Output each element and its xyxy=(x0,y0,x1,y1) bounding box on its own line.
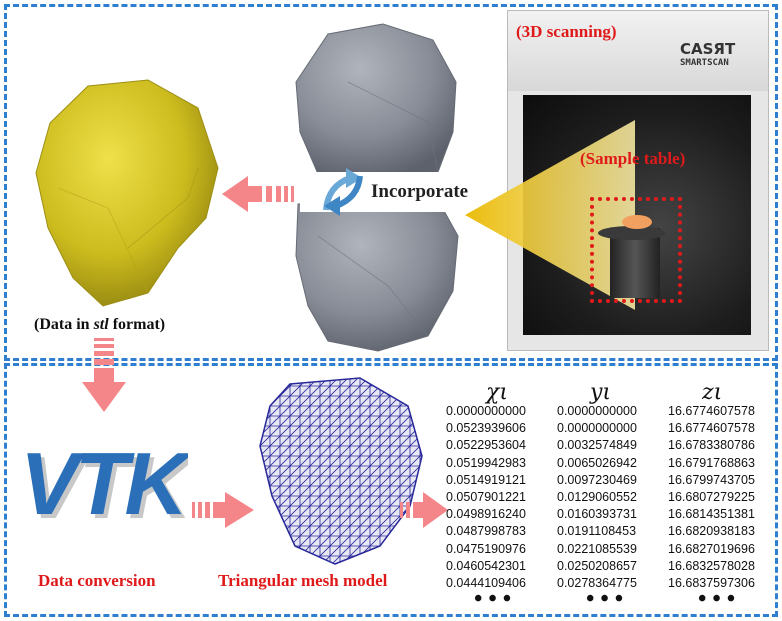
x-ellipsis: ••• xyxy=(474,586,518,612)
data-conversion-label: Data conversion xyxy=(38,571,156,590)
header-x: χι xyxy=(486,380,508,405)
x-value: 0.0487998783 xyxy=(446,524,526,539)
z-value: 16.6783380786 xyxy=(668,438,755,453)
z-value: 16.6837597306 xyxy=(668,576,755,591)
y-value: 0.0160393731 xyxy=(557,507,637,522)
y-value: 0.0250208657 xyxy=(557,558,637,573)
x-value: 0.0460542301 xyxy=(446,558,526,573)
header-z: zι xyxy=(702,380,723,405)
z-column: 16.6774607578 16.6774607578 16.678338078… xyxy=(668,403,755,592)
x-value: 0.0000000000 xyxy=(446,404,526,418)
y-ellipsis: ••• xyxy=(586,586,630,612)
z-value: 16.6774607578 xyxy=(668,404,755,418)
x-column: 0.0000000000 0.0523939606 0.0522953604 0… xyxy=(446,403,526,592)
y-value: 0.0221085539 xyxy=(557,541,637,556)
stl-caption-prefix: (Data in xyxy=(34,316,94,333)
y-value: 0.0278364775 xyxy=(557,576,637,591)
stl-caption: (Data in stl format) xyxy=(34,316,165,334)
incorporate-label: Incorporate xyxy=(371,181,469,202)
swap-arrows-icon xyxy=(323,168,363,216)
header-y: yι xyxy=(590,380,612,405)
y-value: 0.0097230469 xyxy=(557,472,637,487)
sample-table-label: (Sample table) xyxy=(580,149,686,168)
y-value: 0.0000000000 xyxy=(557,421,637,436)
arrow-left-icon xyxy=(222,176,294,212)
z-value: 16.6807279225 xyxy=(668,490,755,505)
z-value: 16.6827019696 xyxy=(668,541,755,556)
bottom-panel-frame xyxy=(4,363,778,617)
vtk-logo: VTK VTK xyxy=(20,436,188,532)
stl-caption-suffix: format) xyxy=(108,316,166,333)
x-value: 0.0444109406 xyxy=(446,576,526,591)
x-value: 0.0475190976 xyxy=(446,541,526,556)
brand-logo: CASЯT xyxy=(680,40,736,58)
top-panel-frame xyxy=(4,4,778,361)
z-value: 16.6791768863 xyxy=(668,455,755,470)
y-value: 0.0129060552 xyxy=(557,490,637,505)
z-ellipsis: ••• xyxy=(698,586,742,612)
z-value: 16.6774607578 xyxy=(668,421,755,436)
x-value: 0.0522953604 xyxy=(446,438,526,453)
arrow-right-icon-2 xyxy=(400,492,448,528)
yellow-stone-model xyxy=(35,79,219,307)
y-value: 0.0000000000 xyxy=(557,404,637,418)
z-value: 16.6799743705 xyxy=(668,472,755,487)
y-value: 0.0191108453 xyxy=(557,524,637,539)
brand-sub: SMARTSCAN xyxy=(680,58,729,68)
sample-table-highlight xyxy=(590,197,682,303)
gray-stone-model-top xyxy=(295,23,457,175)
z-value: 16.6814351381 xyxy=(668,507,755,522)
y-value: 0.0032574849 xyxy=(557,438,637,453)
x-value: 0.0523939606 xyxy=(446,421,526,436)
y-column: 0.0000000000 0.0000000000 0.0032574849 0… xyxy=(557,403,637,592)
arrow-right-icon-1 xyxy=(192,492,254,528)
scanner-label: (3D scanning) xyxy=(516,22,617,41)
mesh-model-label: Triangular mesh model xyxy=(218,571,388,590)
stl-caption-italic: stl xyxy=(93,316,109,333)
sample-table-plate xyxy=(598,226,666,240)
scanner-top-panel xyxy=(508,11,768,91)
sample-specimen xyxy=(622,215,652,229)
z-value: 16.6832578028 xyxy=(668,558,755,573)
gray-stone-model-bottom xyxy=(295,199,459,352)
svg-text:VTK: VTK xyxy=(24,438,188,532)
x-value: 0.0507901221 xyxy=(446,490,526,505)
x-value: 0.0519942983 xyxy=(446,455,526,470)
vtk-logo-text: VTK xyxy=(20,436,188,532)
z-value: 16.6820938183 xyxy=(668,524,755,539)
x-value: 0.0498916240 xyxy=(446,507,526,522)
x-value: 0.0514919121 xyxy=(446,472,526,487)
arrow-down-icon xyxy=(82,338,126,412)
triangular-mesh-model xyxy=(259,377,423,565)
y-value: 0.0065026942 xyxy=(557,455,637,470)
